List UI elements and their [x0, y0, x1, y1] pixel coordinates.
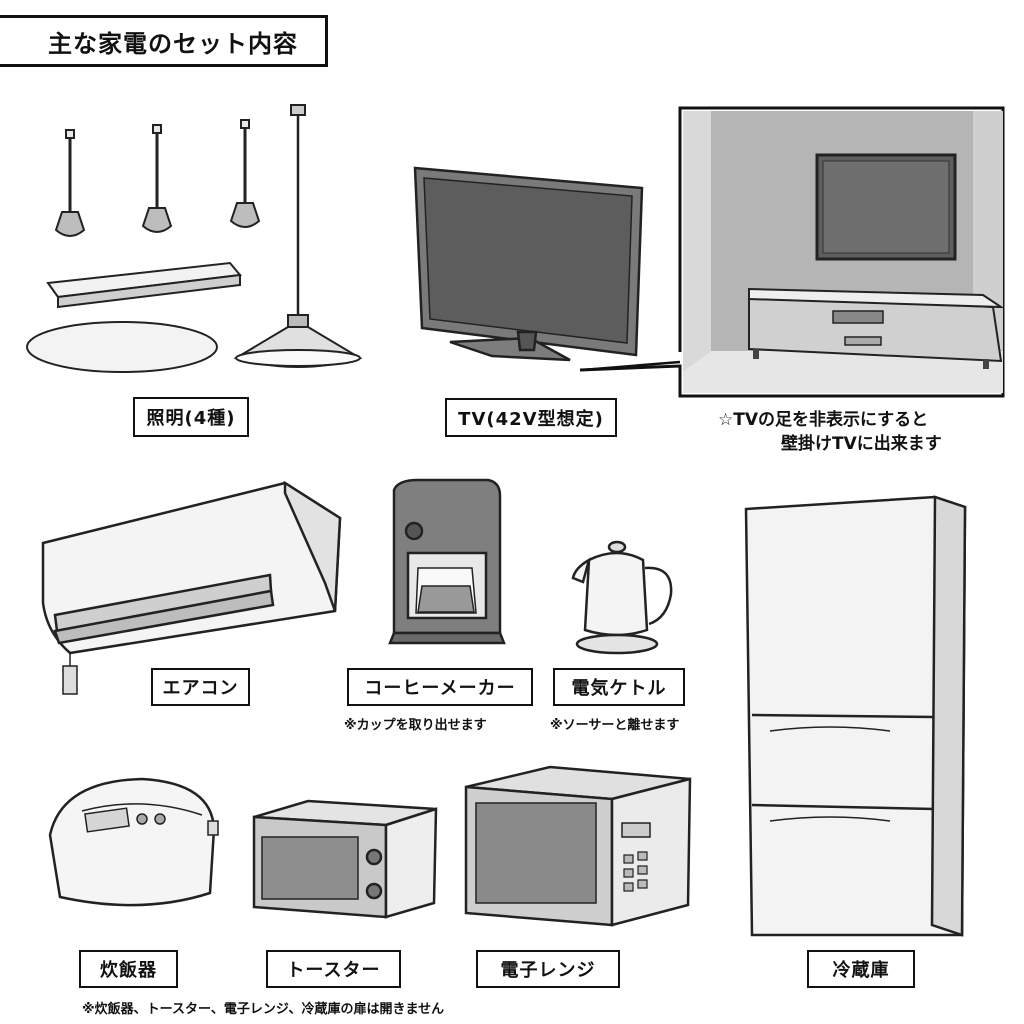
toaster-label: トースター [266, 950, 401, 988]
coffee-maker-note: ※カップを取り出せます [344, 718, 487, 733]
refrigerator-icon [740, 495, 970, 945]
air-conditioner-icon [35, 483, 345, 698]
rice-cooker-icon [42, 775, 222, 920]
tv-wall-note-line2: 壁掛けTVに出来ます [781, 434, 942, 454]
tv-label: TV(42V型想定) [445, 398, 617, 437]
tv-icon [410, 160, 650, 380]
rice-cooker-label: 炊飯器 [79, 950, 178, 988]
toaster-oven-icon [248, 795, 440, 925]
wall-mount-callout [570, 100, 1010, 400]
coffee-maker-label: コーヒーメーカー [347, 668, 533, 706]
page-title: 主な家電のセット内容 [0, 15, 328, 67]
coffee-maker-icon [388, 478, 508, 648]
lamp-icon [40, 100, 380, 380]
tv-wall-note-line1: ☆TVの足を非表示にすると [718, 410, 929, 430]
lighting-label: 照明(4種) [133, 397, 249, 437]
microwave-icon [462, 765, 692, 930]
wall-mounted-tv-inset [683, 111, 1003, 393]
kettle-icon [565, 538, 680, 658]
air-conditioner-label: エアコン [151, 668, 250, 706]
kettle-note: ※ソーサーと離せます [550, 718, 680, 733]
microwave-label: 電子レンジ [476, 950, 620, 988]
kettle-label: 電気ケトル [553, 668, 685, 706]
footer-note: ※炊飯器、トースター、電子レンジ、冷蔵庫の扉は開きません [82, 1002, 445, 1017]
refrigerator-label: 冷蔵庫 [807, 950, 915, 988]
